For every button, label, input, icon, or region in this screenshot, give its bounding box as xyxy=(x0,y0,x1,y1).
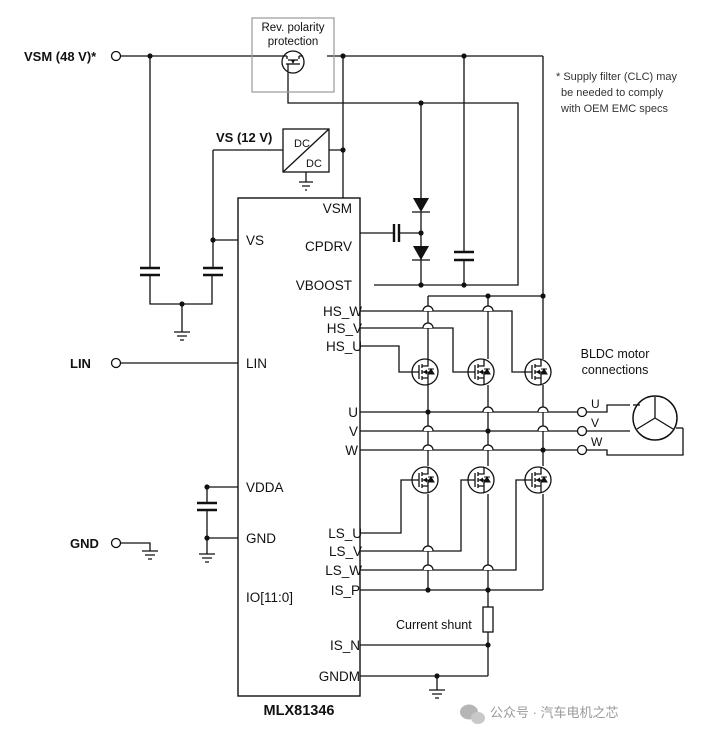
current-shunt-label: Current shunt xyxy=(396,618,472,632)
motor-phase-u: U xyxy=(591,397,600,411)
pin-vs: VS xyxy=(246,233,264,248)
mosfet-hs-v-icon xyxy=(467,358,495,386)
mosfet-ls-w-icon xyxy=(524,466,552,494)
mosfet-ls-v-icon xyxy=(467,466,495,494)
ground-symbols xyxy=(142,181,445,699)
watermark: 公众号 · 汽车电机之芯 xyxy=(460,704,619,724)
pin-gndm: GNDM xyxy=(319,669,360,684)
mosfet-hs-w-icon xyxy=(524,358,552,386)
pin-is-n: IS_N xyxy=(330,638,360,653)
watermark-text: 公众号 · 汽车电机之芯 xyxy=(490,705,619,720)
emc-note-line-2: be needed to comply xyxy=(561,87,664,99)
bldc-motor-icon xyxy=(632,395,683,441)
pin-ls-v: LS_V xyxy=(329,544,362,559)
pin-io: IO[11:0] xyxy=(246,590,293,605)
motor-label-1: BLDC motor xyxy=(581,347,650,361)
pin-vdda: VDDA xyxy=(246,480,284,495)
dcdc-out-label: DC xyxy=(306,158,322,170)
mosfet-bridge xyxy=(411,358,552,494)
pin-lin: LIN xyxy=(246,356,267,371)
mosfet-ls-u-icon xyxy=(411,466,439,494)
pin-hs-v: HS_V xyxy=(327,321,362,336)
dcdc-in-label: DC xyxy=(294,138,310,150)
pin-gnd: GND xyxy=(246,531,276,546)
vs-input-label: VS (12 V) xyxy=(216,130,272,145)
pin-cpdrv: CPDRV xyxy=(305,239,352,254)
pin-vsm: VSM xyxy=(323,201,352,216)
pin-u: U xyxy=(348,405,358,420)
dcdc-converter: DC DC xyxy=(282,128,330,173)
charge-pump-diodes xyxy=(412,198,430,261)
chip-name: MLX81346 xyxy=(264,703,335,719)
pin-ls-w: LS_W xyxy=(325,563,362,578)
motor-phase-w: W xyxy=(591,435,603,449)
pin-v: V xyxy=(349,424,358,439)
motor-phase-v: V xyxy=(591,416,599,430)
chip-pin-labels: VSM CPDRV VBOOST VS LIN VDDA GND IO[11:0… xyxy=(246,201,362,684)
mlx81346-ic-block xyxy=(237,197,361,697)
emc-note-line-1: * Supply filter (CLC) may xyxy=(556,71,678,83)
rev-polarity-label-2: protection xyxy=(268,36,319,48)
terminals xyxy=(110,50,588,549)
lin-input-label: LIN xyxy=(70,356,91,371)
current-shunt-resistor xyxy=(482,606,494,633)
pin-w: W xyxy=(345,443,358,458)
vsm-input-label: VSM (48 V)* xyxy=(24,49,97,64)
pin-is-p: IS_P xyxy=(331,583,360,598)
pin-hs-w: HS_W xyxy=(323,304,362,319)
junction-dots xyxy=(147,53,546,679)
rev-polarity-mosfet-icon xyxy=(281,50,305,74)
mosfet-hs-u-icon xyxy=(411,358,439,386)
rev-polarity-block: Rev. polarity protection xyxy=(251,17,335,93)
pin-hs-u: HS_U xyxy=(326,339,362,354)
emc-note-line-3: with OEM EMC specs xyxy=(560,103,668,115)
wire-crossovers xyxy=(422,305,549,571)
wechat-icon xyxy=(460,704,485,724)
rev-polarity-label-1: Rev. polarity xyxy=(261,22,324,34)
pin-ls-u: LS_U xyxy=(328,526,362,541)
motor-label-2: connections xyxy=(582,363,649,377)
capacitors xyxy=(140,224,474,512)
gnd-input-label: GND xyxy=(70,536,99,551)
pin-vboost: VBOOST xyxy=(296,278,352,293)
